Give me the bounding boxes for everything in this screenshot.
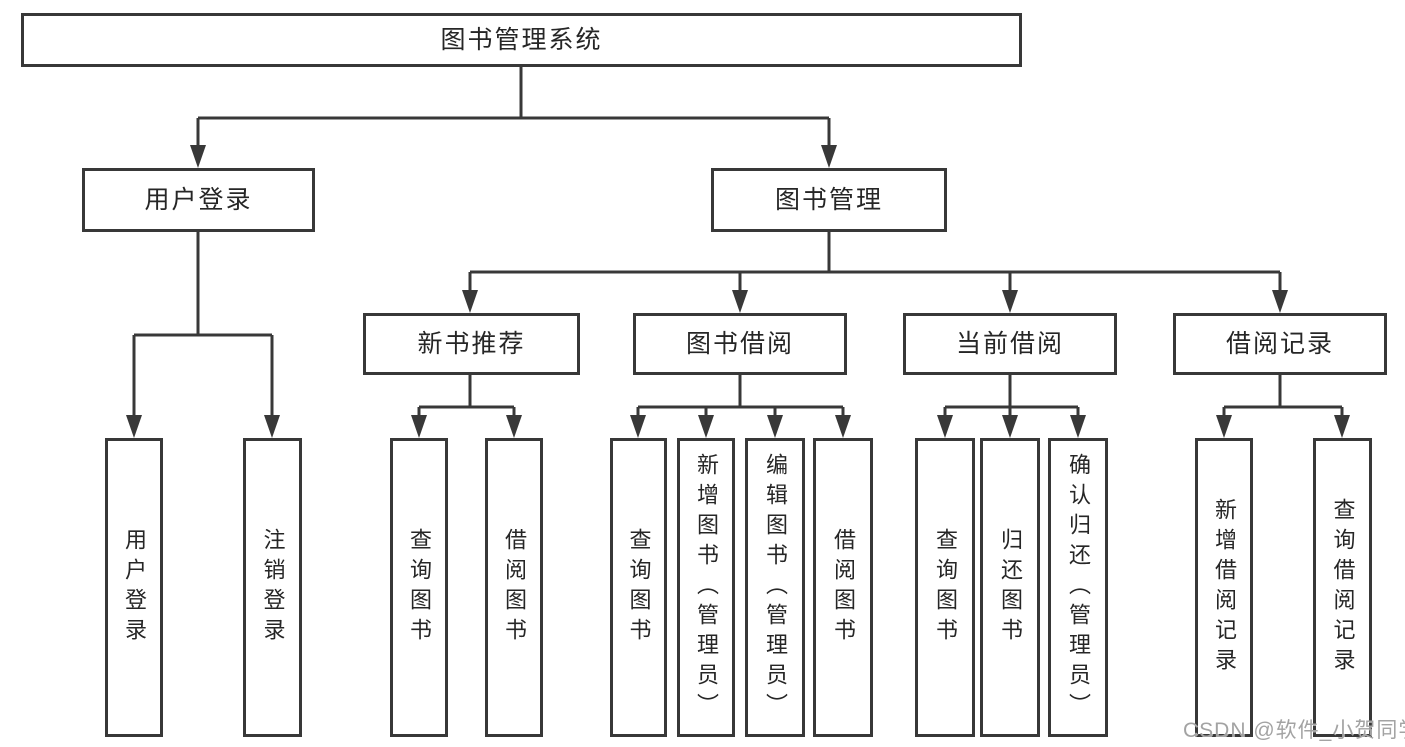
node-new-book-recommend: 新书推荐 bbox=[363, 313, 580, 375]
leaf-query-books-borrow: 查询图书 bbox=[610, 438, 667, 737]
arrowhead bbox=[126, 415, 142, 438]
arrowhead bbox=[1334, 415, 1350, 438]
arrowhead bbox=[1272, 290, 1288, 313]
leaf-edit-book-admin: 编辑图书（管理员） bbox=[745, 438, 805, 737]
node-book-borrow: 图书借阅 bbox=[633, 313, 847, 375]
arrowhead bbox=[630, 415, 646, 438]
leaf-return-book: 归还图书 bbox=[980, 438, 1040, 737]
arrowhead bbox=[1216, 415, 1232, 438]
node-library-management-system: 图书管理系统 bbox=[21, 13, 1022, 67]
arrowhead bbox=[190, 145, 206, 168]
arrowhead bbox=[462, 290, 478, 313]
leaf-query-books-current: 查询图书 bbox=[915, 438, 975, 737]
arrowhead bbox=[1002, 290, 1018, 313]
leaf-borrow-books: 借阅图书 bbox=[813, 438, 873, 737]
arrowhead bbox=[835, 415, 851, 438]
csdn-watermark: CSDN @软件_小贺同学 bbox=[1183, 719, 1405, 742]
edges-book-borrow bbox=[630, 375, 851, 438]
arrowhead bbox=[937, 415, 953, 438]
leaf-query-borrow-record: 查询借阅记录 bbox=[1313, 438, 1372, 737]
edges-new-book-recommend bbox=[411, 375, 522, 438]
arrowhead bbox=[1002, 415, 1018, 438]
arrowhead bbox=[821, 145, 837, 168]
node-user-login: 用户登录 bbox=[82, 168, 315, 232]
edges-book-management bbox=[462, 232, 1288, 313]
leaf-borrow-books-recommend: 借阅图书 bbox=[485, 438, 543, 737]
leaf-confirm-return-admin: 确认归还（管理员） bbox=[1048, 438, 1108, 737]
arrowhead bbox=[411, 415, 427, 438]
leaf-logout: 注销登录 bbox=[243, 438, 302, 737]
edges-borrow-record bbox=[1216, 375, 1350, 438]
leaf-user-login: 用户登录 bbox=[105, 438, 163, 737]
arrowhead bbox=[264, 415, 280, 438]
leaf-add-book-admin: 新增图书（管理员） bbox=[677, 438, 735, 737]
node-current-borrow: 当前借阅 bbox=[903, 313, 1117, 375]
leaf-add-borrow-record: 新增借阅记录 bbox=[1195, 438, 1253, 737]
arrowhead bbox=[698, 415, 714, 438]
leaf-query-books-recommend: 查询图书 bbox=[390, 438, 448, 737]
arrowhead bbox=[767, 415, 783, 438]
edges-root bbox=[190, 67, 837, 168]
node-borrow-record: 借阅记录 bbox=[1173, 313, 1387, 375]
arrowhead bbox=[506, 415, 522, 438]
arrowhead bbox=[1070, 415, 1086, 438]
node-book-management: 图书管理 bbox=[711, 168, 947, 232]
edges-user-login bbox=[126, 232, 280, 438]
edges-current-borrow bbox=[937, 375, 1086, 438]
arrowhead bbox=[732, 290, 748, 313]
